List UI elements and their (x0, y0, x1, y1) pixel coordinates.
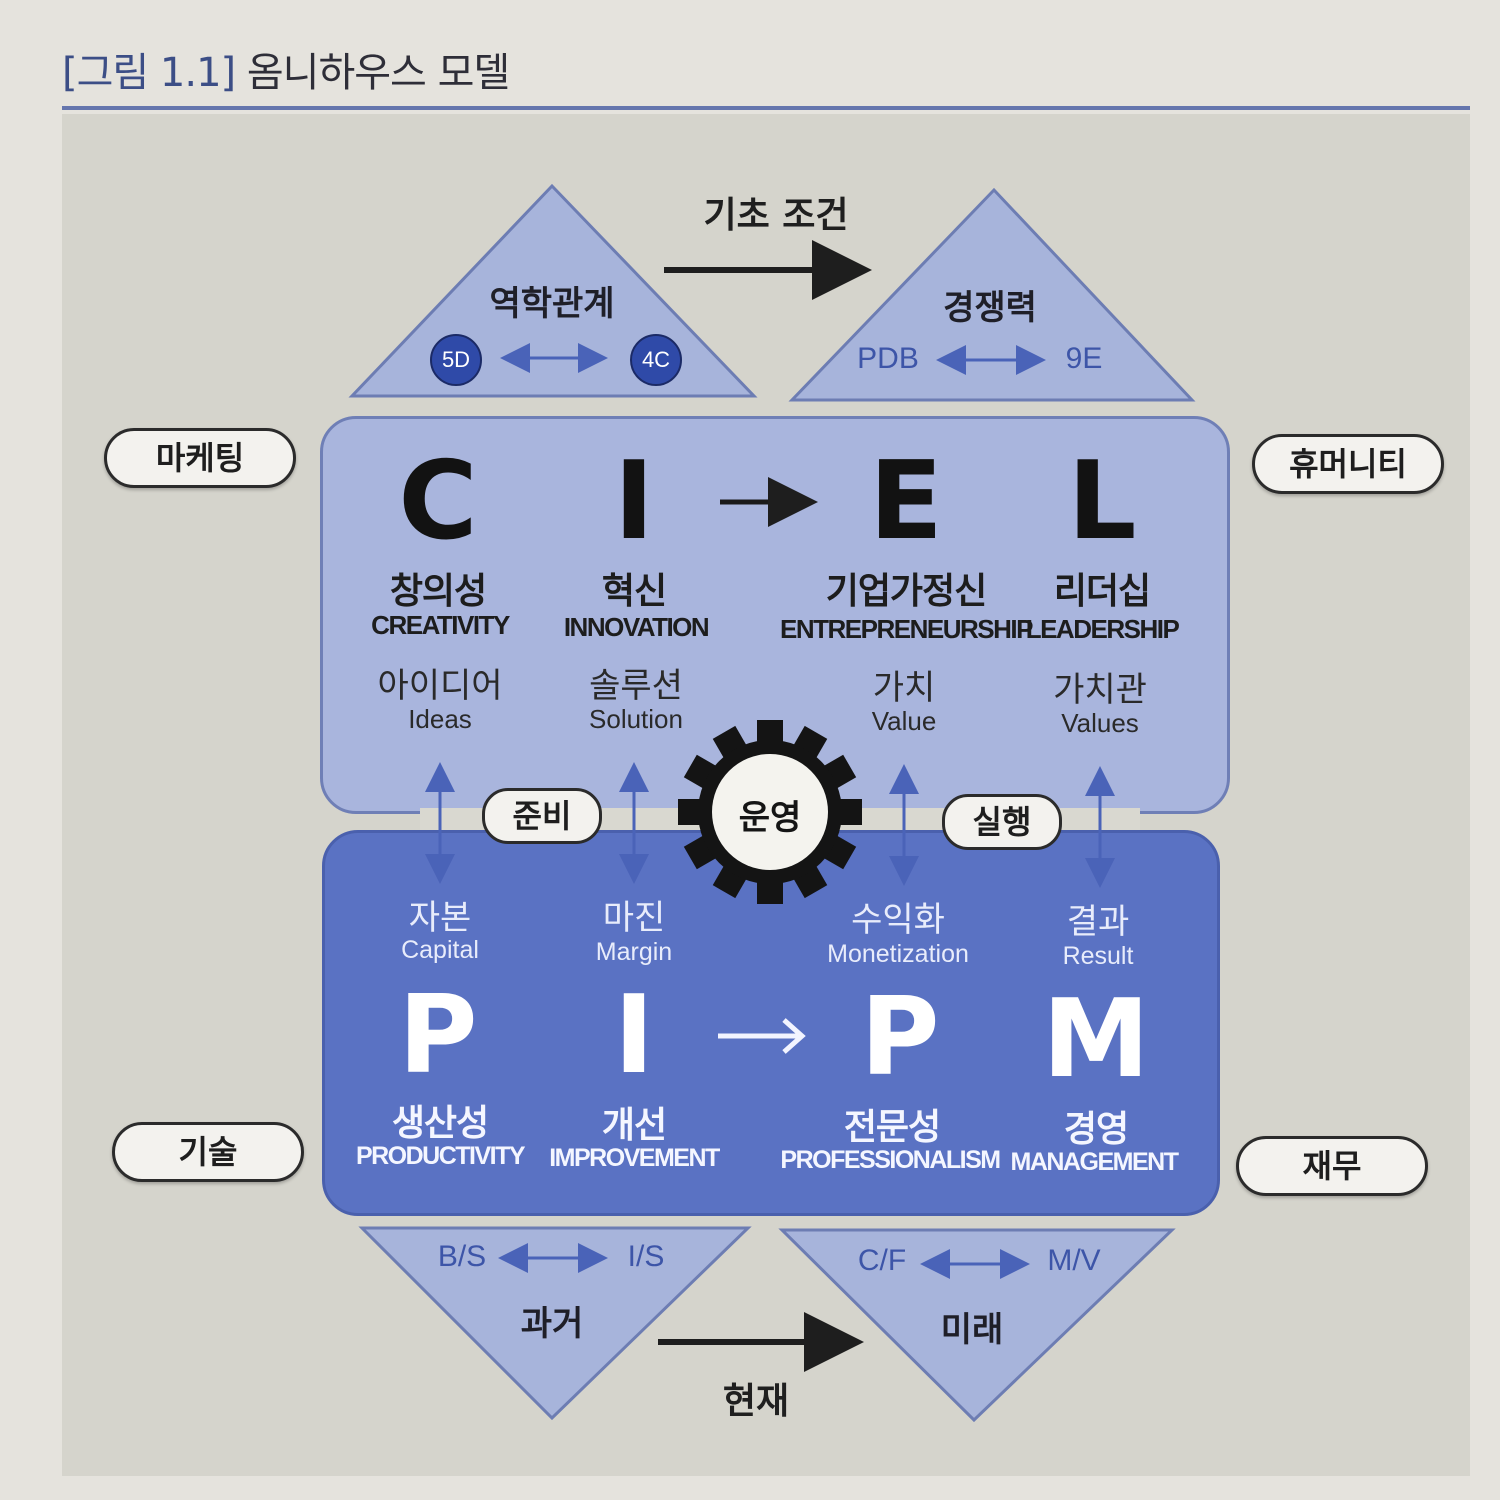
pill-humanity: 휴머니티 (1252, 434, 1444, 494)
pill-marketing: 마케팅 (104, 428, 296, 488)
upper-ko2-2: 솔루션 (589, 666, 683, 706)
top-left-triangle-title: 역학관계 (489, 284, 615, 324)
top-right-right-label: 9E (1065, 342, 1103, 375)
top-left-badge-left: 5D (430, 334, 482, 386)
upper-ko-4: 리더십 (1053, 571, 1151, 612)
figure-number: [그림 1.1] (62, 50, 236, 96)
upper-ko-3: 기업가정신 (825, 571, 988, 612)
lower-ko2-4: 결과 (1066, 902, 1130, 942)
pill-prepare: 준비 (482, 788, 602, 844)
gear-label-operate: 운영 (738, 798, 802, 838)
upper-ko-2: 혁신 (601, 571, 667, 612)
lower-ko2-3: 수익화 (851, 900, 945, 940)
lower-ko-3: 전문성 (843, 1107, 941, 1148)
upper-en2-1: Ideas (408, 704, 472, 734)
bottom-left-triangle (358, 1226, 752, 1421)
lower-ko2-2: 마진 (602, 898, 666, 938)
lower-en2-4: Result (1062, 942, 1134, 970)
lower-ko2-1: 자본 (408, 898, 472, 938)
figure-title: 옴니하우스 모델 (246, 50, 510, 96)
upper-ko2-4: 가치관 (1053, 670, 1147, 710)
pill-execute: 실행 (942, 794, 1062, 850)
upper-ko2-3: 가치 (872, 668, 936, 708)
bottom-left-triangle-title: 과거 (520, 1304, 584, 1344)
bottom-right-triangle (778, 1228, 1176, 1423)
upper-letter-4: L (1067, 439, 1137, 564)
caption-rule (62, 106, 1470, 110)
lower-en-1: PRODUCTIVITY (355, 1142, 526, 1170)
upper-letter-1: C (398, 439, 478, 564)
bottom-right-triangle-title: 미래 (940, 1310, 1004, 1350)
lower-ko-1: 생산성 (391, 1103, 489, 1144)
upper-letter-2: I (613, 439, 655, 564)
upper-en2-3: Value (871, 706, 937, 736)
top-right-triangle-title: 경쟁력 (943, 288, 1037, 328)
upper-en-3: ENTREPRENEURSHIP (780, 614, 1033, 644)
bottom-caption: 현재 (722, 1381, 790, 1422)
lower-letter-4: M (1042, 977, 1150, 1102)
upper-en-2: INNOVATION (563, 612, 710, 642)
lower-en2-3: Monetization (827, 940, 969, 968)
pill-finance: 재무 (1236, 1136, 1428, 1196)
lower-letter-3: P (860, 975, 940, 1100)
pill-technology: 기술 (112, 1122, 304, 1182)
lower-letter-1: P (398, 973, 478, 1098)
upper-en2-4: Values (1061, 708, 1139, 738)
lower-letter-2: I (613, 973, 655, 1098)
lower-en2-2: Margin (595, 938, 673, 966)
upper-ko2-1: 아이디어 (377, 666, 503, 706)
lower-ko-2: 개선 (601, 1105, 667, 1146)
upper-en2-2: Solution (589, 704, 683, 734)
lower-en-4: MANAGEMENT (1010, 1148, 1179, 1176)
top-caption: 기초 조건 (703, 195, 849, 236)
upper-letter-3: E (869, 439, 943, 564)
top-right-triangle (788, 187, 1196, 402)
lower-arrow-head (782, 1018, 806, 1054)
bottom-right-left-label: C/F (857, 1244, 907, 1277)
bottom-left-left-label: B/S (437, 1240, 487, 1273)
bottom-left-right-label: I/S (627, 1240, 665, 1273)
upper-en-1: CREATIVITY (371, 610, 510, 640)
top-right-left-label: PDB (857, 342, 919, 375)
gear-icon (678, 720, 862, 904)
lower-ko-4: 경영 (1063, 1109, 1129, 1150)
lower-en-3: PROFESSIONALISM (780, 1146, 1001, 1174)
upper-en-4: LEADERSHIP (1025, 614, 1180, 644)
top-left-badge-right: 4C (630, 334, 682, 386)
lower-en-2: IMPROVEMENT (549, 1144, 720, 1172)
bottom-right-right-label: M/V (1047, 1244, 1101, 1277)
figure-caption: [그림 1.1] 옴니하우스 모델 (62, 40, 510, 98)
upper-ko-1: 창의성 (389, 571, 487, 612)
lower-en2-1: Capital (401, 936, 479, 964)
